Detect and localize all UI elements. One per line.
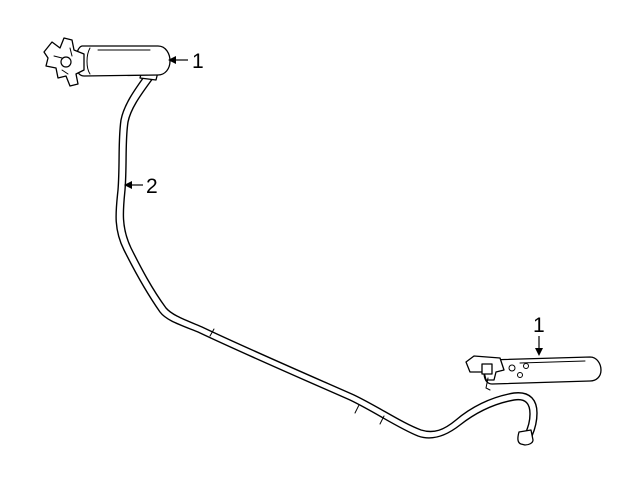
hose-outer-line bbox=[115, 73, 531, 439]
hose-end-fitting bbox=[517, 429, 534, 446]
upper-nozzle-pin bbox=[60, 56, 72, 68]
lower-nozzle-hole-3 bbox=[523, 363, 529, 369]
callout-lower-label: 1 bbox=[533, 314, 545, 337]
callout-hose: 2 bbox=[124, 175, 158, 198]
hose-joint-1 bbox=[209, 328, 215, 337]
callout-hose-arrowhead bbox=[124, 181, 132, 189]
lower-nozzle-slot bbox=[481, 363, 493, 375]
lower-nozzle-hole-1 bbox=[508, 364, 516, 372]
callout-upper-nozzle: 1 bbox=[168, 50, 204, 73]
lower-nozzle-body-highlight bbox=[519, 360, 586, 364]
callout-lower-nozzle: 1 bbox=[533, 314, 545, 356]
callout-hose-label: 2 bbox=[146, 175, 158, 198]
callout-lower-arrowhead bbox=[535, 348, 543, 356]
hose-joint-3 bbox=[379, 415, 385, 425]
callout-upper-arrowhead bbox=[168, 56, 176, 64]
callout-upper-label: 1 bbox=[192, 50, 204, 73]
upper-washer-nozzle bbox=[43, 37, 171, 87]
washer-hose bbox=[115, 69, 538, 446]
lower-washer-nozzle bbox=[465, 355, 602, 391]
hose-joint-2 bbox=[354, 404, 360, 414]
lower-nozzle-hole-2 bbox=[517, 372, 523, 378]
hose-inner-line bbox=[122, 77, 538, 437]
lower-nozzle-lead bbox=[485, 377, 491, 391]
upper-nozzle-body-edge bbox=[86, 47, 91, 75]
upper-nozzle-detail bbox=[53, 47, 73, 75]
